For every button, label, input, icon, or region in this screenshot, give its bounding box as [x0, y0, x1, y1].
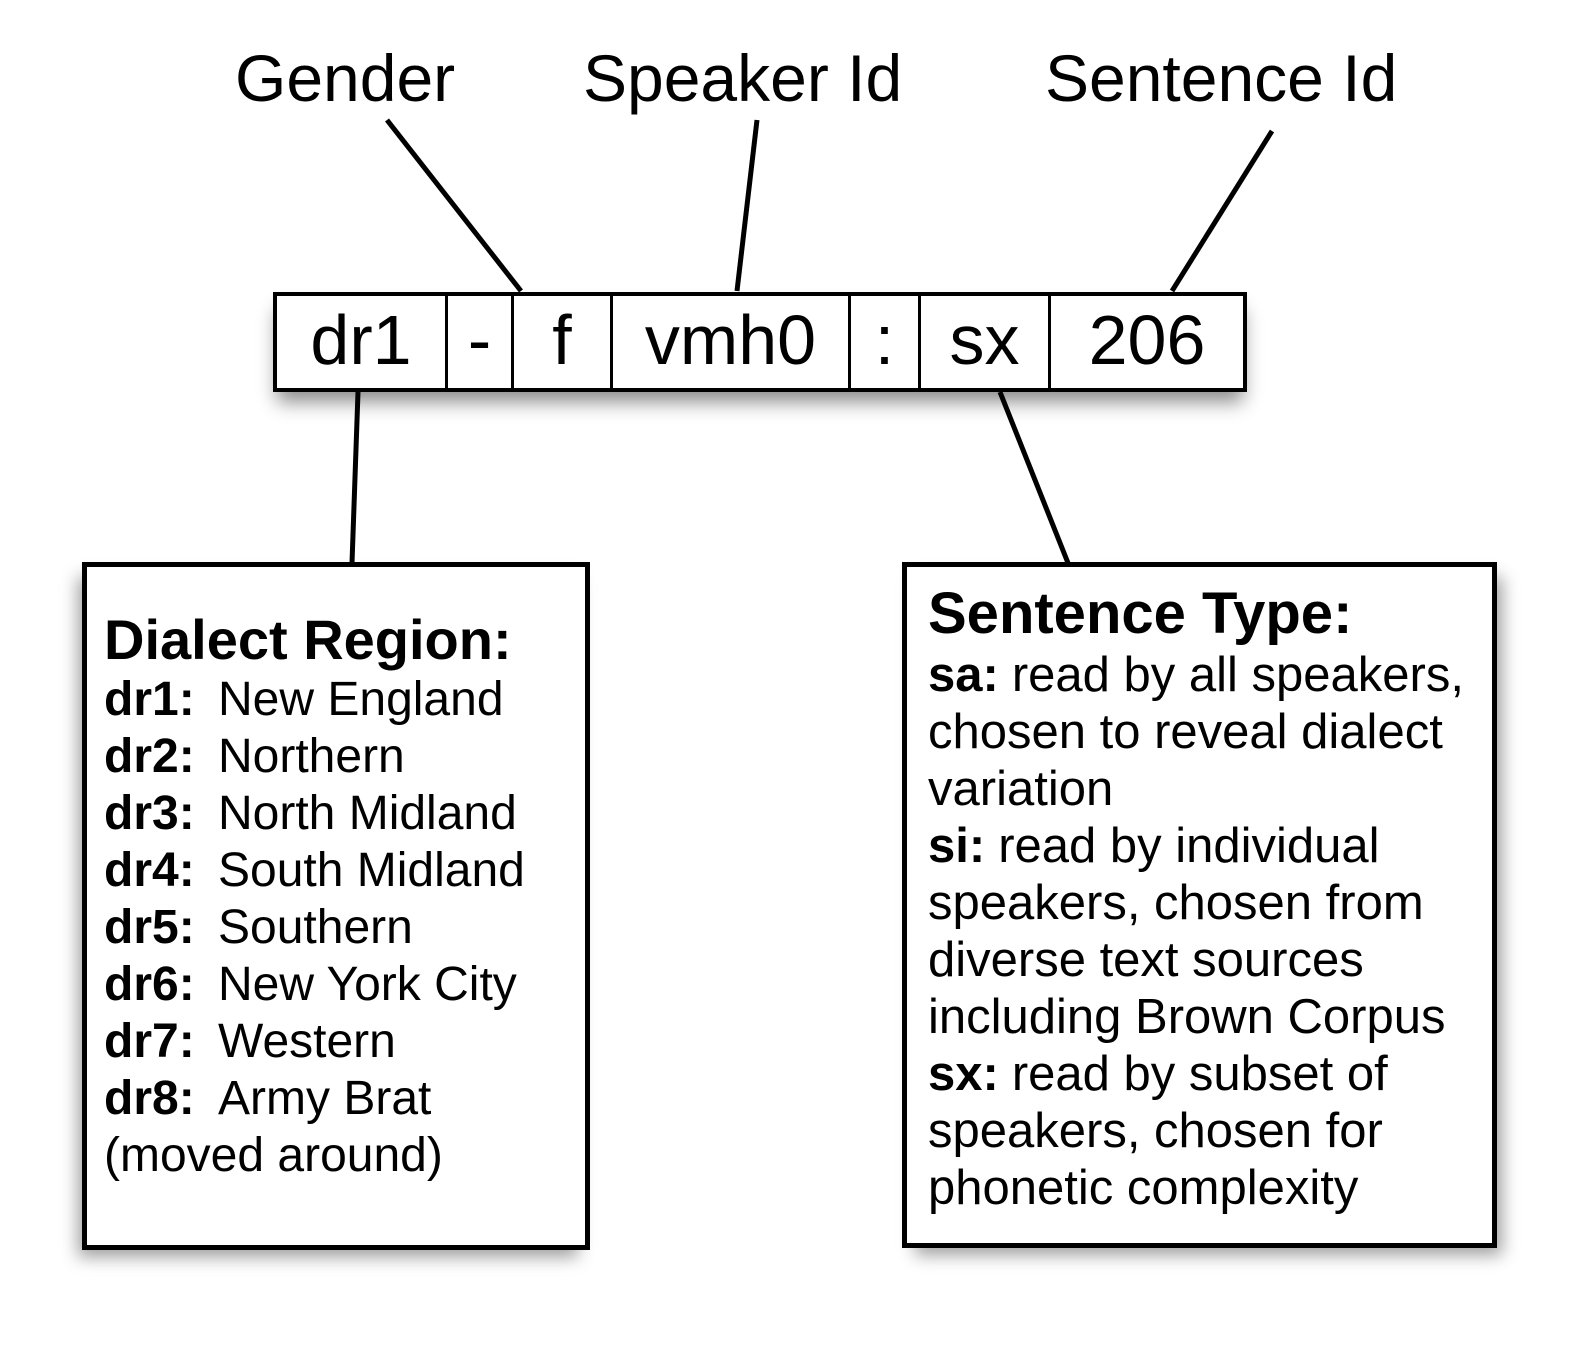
- dialect-label: South Midland: [218, 844, 525, 897]
- dialect-label: Northern: [218, 730, 405, 783]
- dialect-region-connector-line: [349, 391, 361, 564]
- dialect-region-row: dr1: New England: [104, 671, 573, 728]
- sentence-type-row: sa:read by all speakers,: [928, 647, 1482, 704]
- dialect-region-row: dr5: Southern: [104, 899, 573, 956]
- dialect-label: New England: [218, 673, 504, 726]
- sentence-id-field-label: Sentence Id: [1045, 41, 1398, 115]
- sentence-type-text: chosen to reveal dialect: [928, 705, 1443, 759]
- cell-sentence-number: 206: [1048, 296, 1243, 388]
- dialect-region-note: (moved around): [104, 1129, 443, 1182]
- dialect-code: dr3:: [104, 787, 195, 840]
- dialect-region-box: Dialect Region: dr1: New England dr2: Nort…: [82, 562, 590, 1250]
- sentence-type-text: phonetic complexity: [928, 1161, 1359, 1215]
- gender-connector-line: [385, 118, 523, 293]
- sentence-type-box: Sentence Type: sa:read by all speakers, …: [902, 562, 1497, 1248]
- sentence-type-text: speakers, chosen from: [928, 876, 1424, 930]
- sentence-type-title: Sentence Type:: [928, 581, 1353, 646]
- dialect-code: dr5:: [104, 901, 195, 954]
- dialect-code: dr7:: [104, 1015, 195, 1068]
- sentence-type-text: including Brown Corpus: [928, 990, 1446, 1044]
- gender-field-label: Gender: [235, 41, 456, 115]
- cell-gender-code: f: [511, 296, 610, 388]
- cell-colon-separator: :: [848, 296, 918, 388]
- dialect-region-row: dr3: North Midland: [104, 785, 573, 842]
- sentence-type-text: read by all speakers,: [1011, 648, 1464, 702]
- sentence-type-text: speakers, chosen for: [928, 1104, 1383, 1158]
- sentence-type-text: read by individual: [998, 819, 1380, 873]
- sentence-type-row: sx:read by subset of: [928, 1046, 1482, 1103]
- sentence-type-text: read by subset of: [1011, 1047, 1388, 1101]
- dialect-code: dr4:: [104, 844, 195, 897]
- dialect-label: Army Brat: [218, 1072, 432, 1125]
- cell-sentence-type-code: sx: [918, 296, 1048, 388]
- sentence-id-connector-line: [1169, 129, 1275, 293]
- dialect-label: Western: [218, 1015, 396, 1068]
- dialect-region-row: dr2: Northern: [104, 728, 573, 785]
- filename-code-box: dr1 - f vmh0 : sx 206: [273, 292, 1247, 392]
- dialect-code: dr8:: [104, 1072, 195, 1125]
- sentence-type-connector-line: [997, 391, 1071, 564]
- sentence-type-code: sa:: [928, 648, 999, 702]
- dialect-label: New York City: [218, 958, 517, 1011]
- cell-speaker-id-code: vmh0: [610, 296, 848, 388]
- dialect-region-row: dr7: Western: [104, 1013, 573, 1070]
- sentence-type-text: variation: [928, 762, 1114, 816]
- speaker-id-connector-line: [734, 119, 760, 292]
- cell-dialect-region-code: dr1: [310, 301, 412, 379]
- dialect-label: North Midland: [218, 787, 517, 840]
- cell-hyphen-separator: -: [445, 296, 511, 388]
- sentence-type-code: sx:: [928, 1047, 999, 1101]
- sentence-type-code: si:: [928, 819, 986, 873]
- dialect-region-row: dr4: South Midland: [104, 842, 573, 899]
- dialect-region-row: dr6: New York City: [104, 956, 573, 1013]
- speaker-id-field-label: Speaker Id: [583, 41, 903, 115]
- dialect-code: dr1:: [104, 673, 195, 726]
- dialect-code: dr6:: [104, 958, 195, 1011]
- sentence-type-row: si:read by individual: [928, 818, 1482, 875]
- sentence-type-text: diverse text sources: [928, 933, 1364, 987]
- dialect-region-row: dr8: Army Brat: [104, 1070, 573, 1127]
- dialect-code: dr2:: [104, 730, 195, 783]
- dialect-region-title: Dialect Region:: [104, 608, 512, 671]
- dialect-label: Southern: [218, 901, 413, 954]
